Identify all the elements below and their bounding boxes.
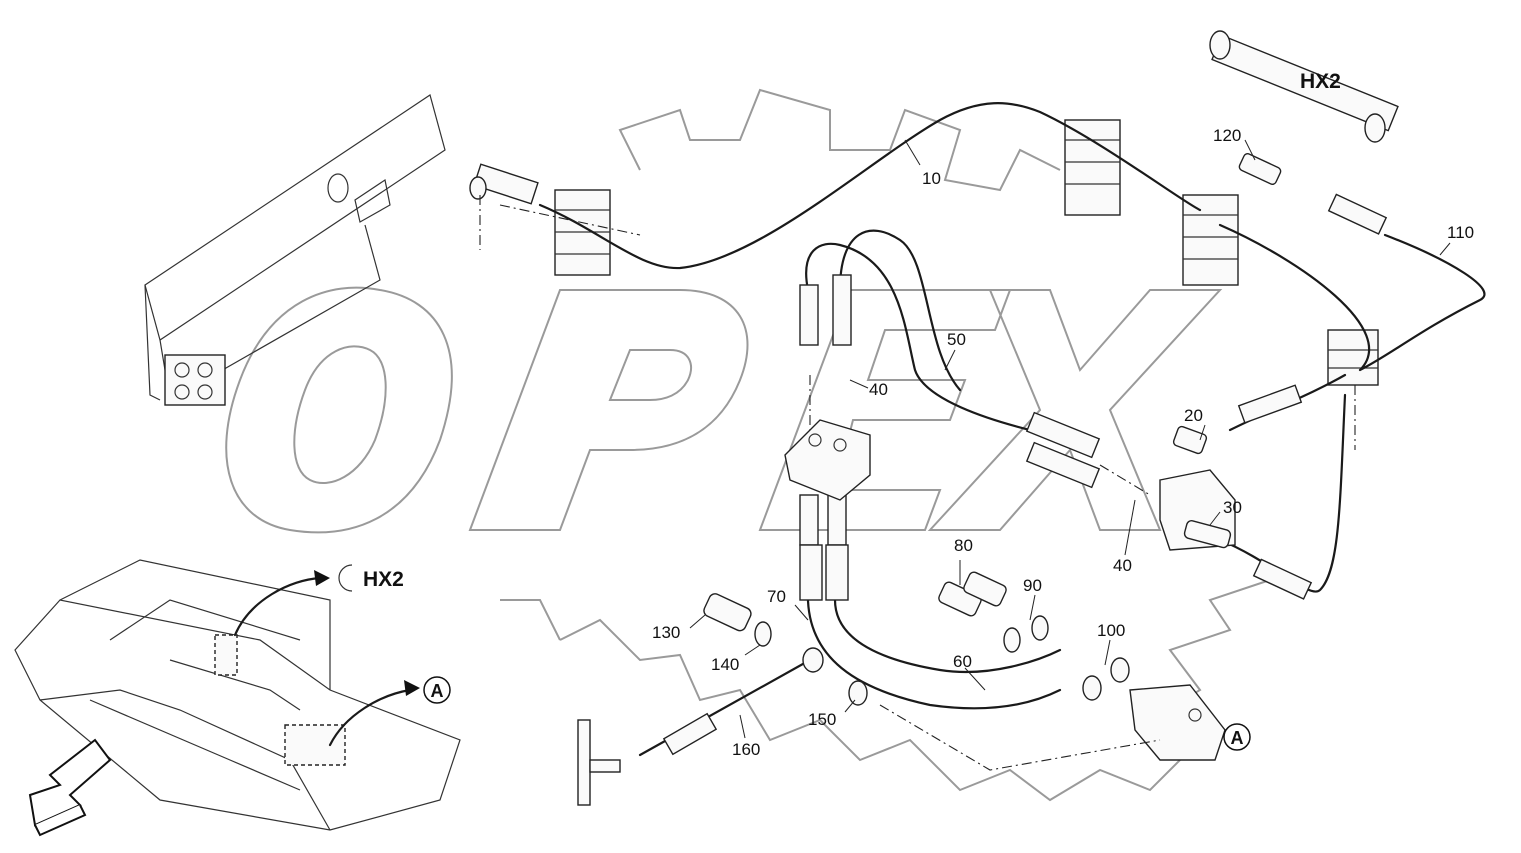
reference-hx2-overview-label: HX2 [363,568,404,591]
callout-40-upper: 40 [869,380,888,399]
reference-hx2-overview: HX2 [338,564,404,592]
callout-80: 80 [954,536,973,555]
seal-ring-150 [848,680,868,706]
reference-hx2-top: HX2 [1300,70,1341,93]
hydraulic-cylinder-hx2 [1209,30,1399,143]
machine-overview [14,559,461,831]
callout-leaders [689,139,1451,739]
reference-a-overview: A [423,676,451,704]
bolt-fitting-80 [938,571,1007,617]
callout-60: 60 [953,652,972,671]
callout-90: 90 [1023,576,1042,595]
callout-30: 30 [1223,498,1242,517]
hose-fitting-120 [1238,153,1388,235]
callout-70: 70 [767,587,786,606]
valve-block-30 [1159,469,1313,600]
hose-right-lower [1218,393,1347,593]
control-valve-a [1129,684,1226,761]
watermark-gear [500,88,1271,802]
elbow-fitting-20 [1172,384,1303,455]
hose-fitting-diagonal [1025,411,1101,489]
hose-60 [806,588,1062,710]
clamp-block [1327,329,1379,386]
callout-50: 50 [947,330,966,349]
dash-dot-guides [479,195,1356,771]
vertical-pipe [577,719,621,806]
hose-10 [538,102,1202,270]
callout-10: 10 [922,169,941,188]
mounting-bracket [784,419,871,501]
seal-ring-90 [1003,615,1049,653]
view-direction-arrow [28,738,112,837]
callout-150: 150 [808,710,836,729]
callout-130: 130 [652,623,680,642]
callout-120: 120 [1213,126,1241,145]
callout-40-lower: 40 [1113,556,1132,575]
seal-ring-140 [754,621,772,647]
hose-110 [1218,223,1486,372]
reference-a-bottom-label: A [1231,728,1244,748]
hose-fitting [469,163,539,205]
callout-arrow-a [328,680,420,747]
hose-fitting-vertical [799,274,852,601]
reference-a-overview-label: A [431,681,444,701]
callout-110: 110 [1447,223,1474,242]
reference-a-bottom: A [1223,723,1251,751]
hose-loop-upper [805,229,1032,432]
callout-140: 140 [711,655,739,674]
callout-arrow-hx2 [233,570,330,637]
watermark-opex-letters [225,286,1223,534]
callout-100: 100 [1097,621,1125,640]
hose-70 [833,598,1062,674]
clamp-block [1182,194,1239,286]
seal-ring-100 [1082,657,1130,701]
machine-frame-outline [144,94,446,406]
banjo-bolt-130 [703,593,752,632]
clamp-block [1064,119,1121,216]
callout-20: 20 [1184,406,1203,425]
callout-160: 160 [732,740,760,759]
hose-160 [638,647,824,757]
clamp-block [554,189,611,276]
